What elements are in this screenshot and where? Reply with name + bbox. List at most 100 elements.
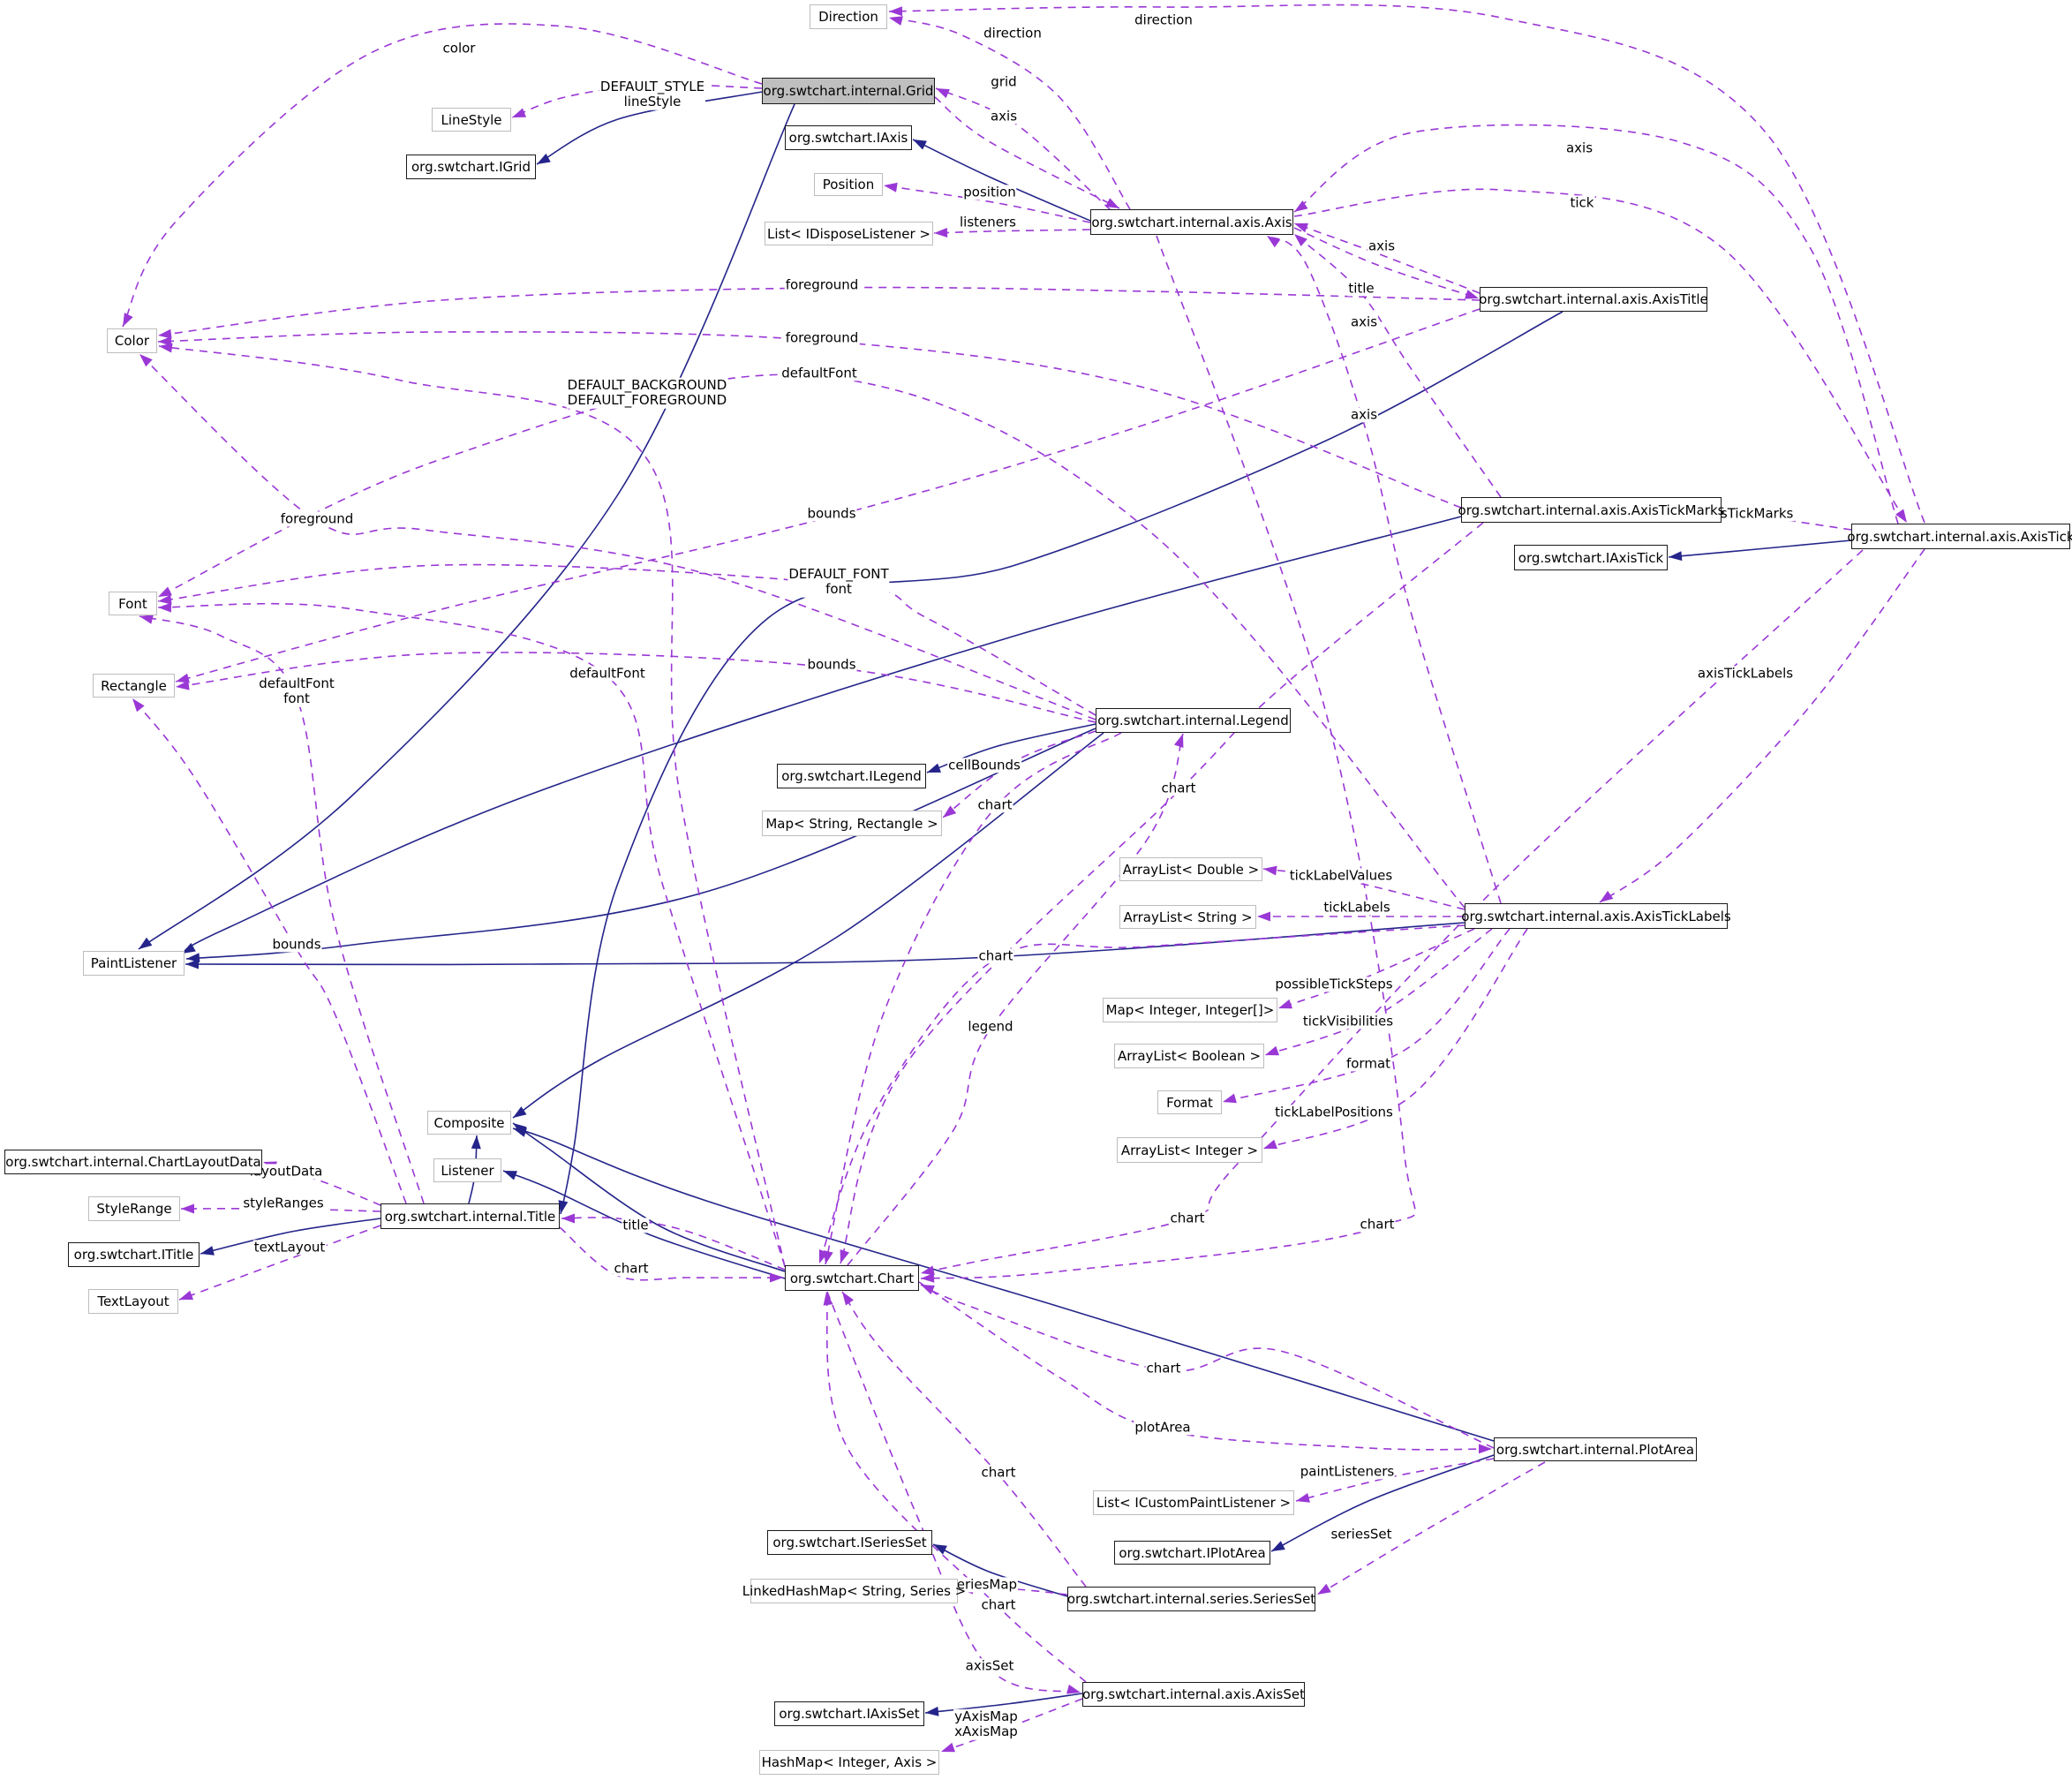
arrowhead-icon — [1257, 911, 1270, 922]
arrowhead-icon — [200, 1246, 215, 1256]
edge-axistickmarks-axis — [1293, 233, 1502, 498]
node-axistitle[interactable]: org.swtchart.internal.axis.AxisTitle — [1479, 287, 1708, 312]
edge-label-axisticklabels-font: defaultFont — [780, 365, 858, 381]
node-axistick[interactable]: org.swtchart.internal.axis.AxisTick — [1847, 524, 2072, 549]
edge-grid-paintlistener — [138, 103, 795, 950]
arrowhead-icon — [1278, 999, 1292, 1009]
node-axistickmarks[interactable]: org.swtchart.internal.axis.AxisTickMarks — [1458, 497, 1724, 523]
arrowhead-icon — [770, 1272, 783, 1283]
edge-axis-iaxis — [912, 139, 1091, 222]
arrowhead-icon — [185, 959, 199, 969]
edge-label-axistitle-color: foreground — [784, 276, 860, 293]
node-grid[interactable]: org.swtchart.internal.Grid — [762, 78, 935, 104]
node-map_int_intarr: Map< Integer, Integer[]> — [1103, 998, 1277, 1022]
arrowhead-icon — [934, 228, 948, 238]
node-plotarea[interactable]: org.swtchart.internal.PlotArea — [1494, 1437, 1697, 1461]
arrowhead-icon — [158, 586, 172, 597]
arrowhead-icon — [823, 1292, 833, 1306]
edge-chart-legend — [847, 733, 1184, 1266]
edge-label-axisticklabels-arr_string: tickLabels — [1322, 899, 1391, 916]
arrowhead-icon — [1223, 1093, 1237, 1104]
edge-label-axistick-axistickmarks: axisTickMarks — [1699, 505, 1795, 522]
node-axisset[interactable]: org.swtchart.internal.axis.AxisSet — [1082, 1682, 1305, 1707]
edge-label-chart-font: defaultFont — [569, 665, 646, 682]
arrowhead-icon — [1317, 1583, 1331, 1595]
edge-title-font — [139, 615, 425, 1204]
edge-label-axistickmarks-color: foreground — [784, 329, 860, 346]
arrowhead-icon — [176, 673, 190, 683]
edge-grid-axis — [934, 96, 1120, 209]
edge-label-plotarea-seriesset: seriesSet — [1330, 1526, 1393, 1542]
node-iplotarea[interactable]: org.swtchart.IPlotArea — [1114, 1541, 1270, 1565]
arrowhead-icon — [1296, 1493, 1310, 1503]
node-igrid[interactable]: org.swtchart.IGrid — [406, 155, 536, 179]
edge-label-axisticklabels-format: format — [1345, 1055, 1392, 1072]
edge-axisticklabels-font — [157, 373, 1465, 909]
arrowhead-icon — [1479, 1444, 1492, 1454]
edge-axis-direction — [888, 17, 1131, 210]
arrowhead-icon — [1066, 1684, 1081, 1694]
edge-label-chart-axisset: axisSet — [964, 1657, 1015, 1674]
edge-label-title-chartlayoutdata: layoutData — [248, 1163, 324, 1180]
edge-label-axis-grid: grid — [990, 73, 1018, 90]
edge-legend-font — [157, 563, 1096, 716]
edge-label-axistick-direction: direction — [1134, 11, 1194, 28]
node-chartlayoutdata[interactable]: org.swtchart.internal.ChartLayoutData — [4, 1150, 262, 1174]
edge-label-axistitle-rectangle: bounds — [806, 505, 857, 522]
node-arr_string: ArrayList< String > — [1119, 905, 1256, 929]
arrowhead-icon — [936, 88, 950, 99]
arrowhead-icon — [921, 1285, 935, 1295]
node-axisticklabels[interactable]: org.swtchart.internal.axis.AxisTickLabel… — [1461, 903, 1731, 929]
node-iaxistick[interactable]: org.swtchart.IAxisTick — [1514, 545, 1668, 570]
arrowhead-icon — [1105, 198, 1119, 208]
edge-title-chart — [559, 1226, 784, 1281]
node-ititle[interactable]: org.swtchart.ITitle — [68, 1242, 200, 1267]
edge-label-seriesset-chart: chart — [980, 1464, 1017, 1481]
arrowhead-icon — [1895, 509, 1907, 523]
node-iaxisset[interactable]: org.swtchart.IAxisSet — [774, 1701, 924, 1726]
edge-legend-ilegend — [926, 723, 1096, 773]
arrowhead-icon — [933, 1544, 947, 1555]
arrowhead-icon — [512, 108, 526, 117]
arrowhead-icon — [132, 698, 145, 713]
node-title[interactable]: org.swtchart.internal.Title — [380, 1203, 560, 1229]
edge-label-axis-position: position — [962, 184, 1017, 200]
edge-axistick-axis — [1293, 124, 1899, 524]
node-chart[interactable]: org.swtchart.Chart — [785, 1265, 919, 1291]
edge-axisset-chart — [825, 1291, 1087, 1683]
edge-legend-rectangle — [175, 652, 1096, 723]
edge-label-legend-map_string_rect: cellBounds — [947, 757, 1021, 773]
edge-chart-axisset — [826, 1291, 1081, 1693]
edge-axistickmarks-paintlistener — [181, 516, 1462, 954]
edge-chart-composite — [512, 1122, 786, 1272]
node-list_icpl: List< ICustomPaintListener > — [1093, 1490, 1294, 1515]
edge-chart-font — [157, 602, 786, 1267]
arrowhead-icon — [139, 615, 154, 624]
node-rectangle: Rectangle — [93, 674, 175, 698]
node-iseriesset[interactable]: org.swtchart.ISeriesSet — [767, 1530, 932, 1555]
arrowhead-icon — [182, 942, 196, 954]
node-ilegend[interactable]: org.swtchart.ILegend — [777, 764, 926, 788]
node-iaxis[interactable]: org.swtchart.IAxis — [785, 125, 912, 150]
edge-label-axisticklabels-map_int_intarr: possibleTickSteps — [1274, 976, 1394, 992]
edge-label-chart-title: title — [622, 1217, 650, 1233]
edge-label-grid-linestyle: DEFAULT_STYLE lineStyle — [599, 78, 706, 110]
arrowhead-icon — [927, 763, 941, 773]
node-seriesset[interactable]: org.swtchart.internal.series.SeriesSet — [1067, 1587, 1315, 1611]
node-paintlistener: PaintListener — [83, 951, 185, 976]
edge-label-legend-color: foreground — [279, 510, 355, 527]
arrowhead-icon — [513, 1106, 527, 1118]
edge-label-axisticklabels-axis: axis — [1349, 406, 1379, 423]
edge-axistick-direction — [888, 4, 1925, 524]
edge-label-axis-chart: chart — [1359, 1216, 1396, 1233]
node-legend[interactable]: org.swtchart.internal.Legend — [1096, 708, 1291, 733]
arrowhead-icon — [840, 1249, 849, 1263]
arrowhead-icon — [1174, 734, 1184, 748]
arrowhead-icon — [941, 1742, 955, 1753]
arrowhead-icon — [1294, 234, 1307, 246]
arrowhead-icon — [889, 16, 903, 26]
edge-label-axisticklabels-arr_double: tickLabelValues — [1288, 867, 1394, 884]
arrowhead-icon — [179, 1290, 193, 1300]
edge-axis-axistitle — [1293, 227, 1480, 299]
node-axis[interactable]: org.swtchart.internal.axis.Axis — [1090, 209, 1293, 235]
